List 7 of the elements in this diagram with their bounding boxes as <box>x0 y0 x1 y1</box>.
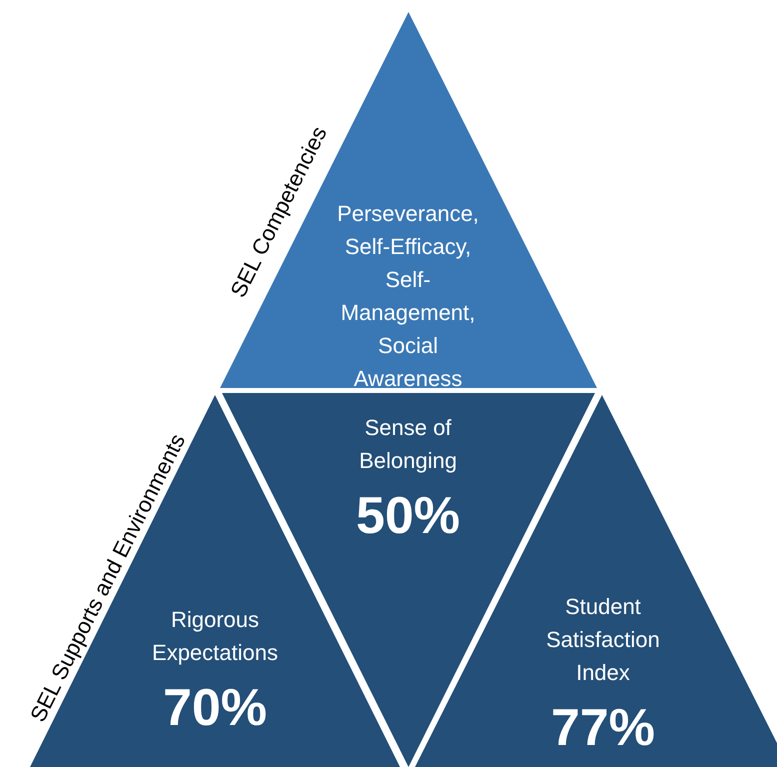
segment-label: Sense of Belonging <box>358 414 458 475</box>
segment-label: Student Satisfaction Index <box>545 593 661 687</box>
segment-label: Rigorous Expectations <box>151 606 279 667</box>
percentage-value: 50% <box>356 486 460 547</box>
percentage-value: 70% <box>162 678 268 739</box>
segment-label: Perseverance, Self-Efficacy, Self-Management, Social Awareness <box>336 200 480 393</box>
percentage-value: 77% <box>550 698 656 759</box>
